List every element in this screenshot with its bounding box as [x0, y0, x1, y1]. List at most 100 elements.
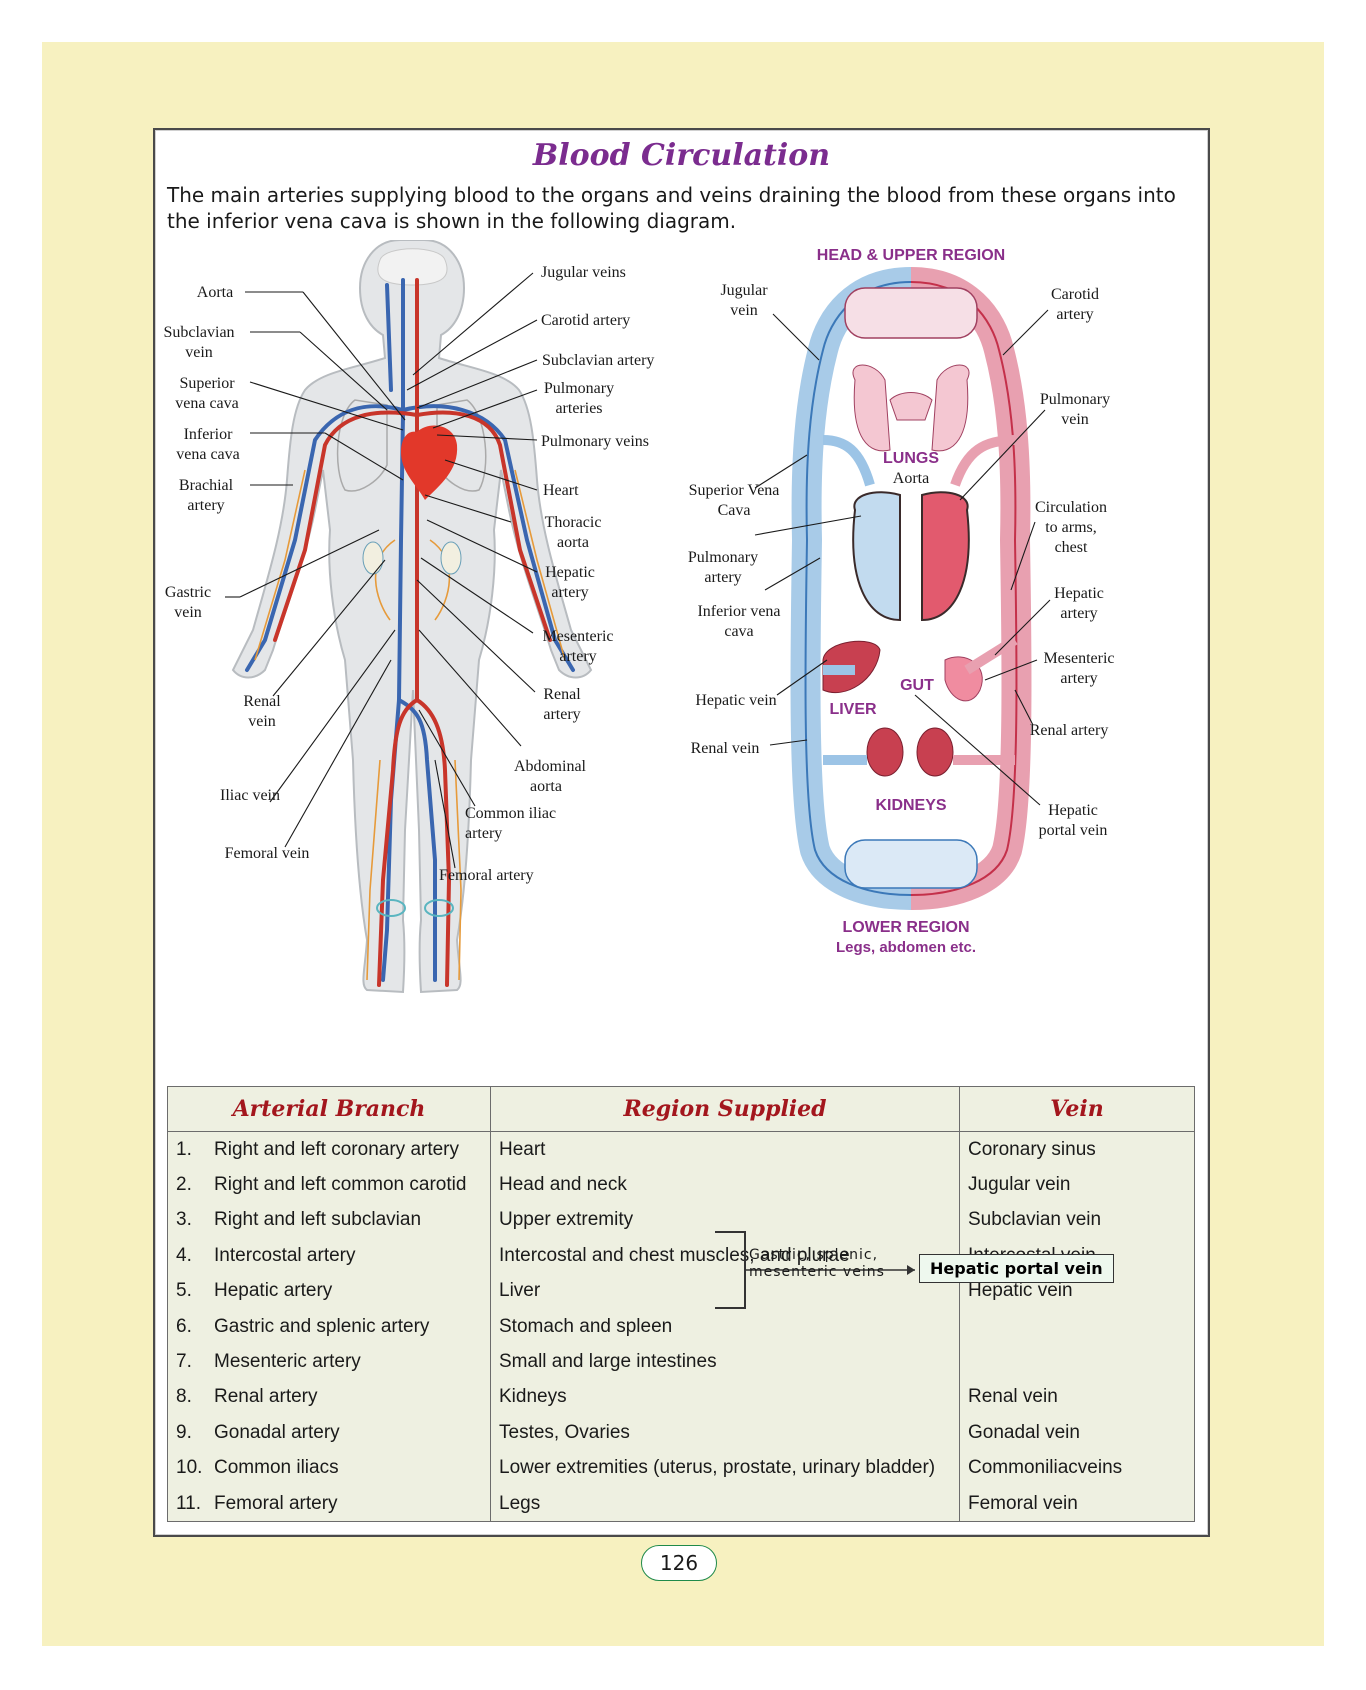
label-abdominal-1: Abdominal — [514, 758, 587, 775]
cell-region-supplied: Testes, Ovaries — [491, 1415, 960, 1450]
label-lungs: LUNGS — [883, 450, 939, 467]
label-subclavian-artery: Subclavian artery — [542, 352, 654, 369]
label-head-region: HEAD & UPPER REGION — [817, 247, 1005, 264]
header-vein: Vein — [960, 1087, 1195, 1132]
cell-arterial-branch: 3.Right and left subclavian — [168, 1203, 491, 1238]
content-panel: Blood Circulation The main arteries supp… — [153, 128, 1210, 1537]
body-figure: Aorta Subclavian vein Superior vena cava… — [163, 240, 654, 992]
row-number: 2. — [176, 1174, 214, 1196]
label-gut: GUT — [900, 677, 934, 694]
cell-vein: Commoniliacveins — [960, 1451, 1195, 1486]
label-c-hepatic-artery-2: artery — [1060, 605, 1097, 622]
cell-arterial-branch: 5.Hepatic artery — [168, 1274, 491, 1309]
label-svc-1: Superior — [179, 375, 235, 392]
arterial-branch-table: Arterial Branch Region Supplied Vein 1.R… — [167, 1086, 1195, 1522]
row-number: 11. — [176, 1493, 214, 1515]
label-common-iliac-1: Common iliac — [465, 805, 556, 822]
page-number: 126 — [641, 1545, 717, 1581]
label-thoracic-2: aorta — [557, 534, 589, 551]
branch-name: Gastric and splenic artery — [214, 1316, 429, 1337]
hepatic-portal-vein-box: Hepatic portal vein — [919, 1254, 1114, 1283]
label-c-jugular-1: Jugular — [720, 282, 768, 299]
row-number: 5. — [176, 1280, 214, 1302]
cell-arterial-branch: 2.Right and left common carotid — [168, 1167, 491, 1202]
label-brachial-2: artery — [187, 497, 224, 514]
label-gastric-2: vein — [174, 604, 202, 621]
label-liver: LIVER — [829, 701, 877, 718]
label-pulmonary-arteries-2: arteries — [555, 400, 602, 417]
circuit-figure: HEAD & UPPER REGION LUNGS Aorta LIVER GU… — [688, 247, 1115, 956]
label-renal-artery-1: Renal — [543, 686, 581, 703]
row-number: 7. — [176, 1351, 214, 1373]
label-c-svc-2: Cava — [718, 502, 751, 519]
cell-arterial-branch: 8.Renal artery — [168, 1380, 491, 1415]
label-c-circ-3: chest — [1055, 539, 1088, 556]
branch-name: Renal artery — [214, 1386, 318, 1407]
table-row: 1.Right and left coronary arteryHeartCor… — [168, 1132, 1195, 1168]
cell-region-supplied: Legs — [491, 1486, 960, 1522]
intro-text: The main arteries supplying blood to the… — [167, 182, 1197, 234]
label-lower-sub: Legs, abdomen etc. — [836, 939, 976, 956]
row-number: 9. — [176, 1422, 214, 1444]
label-c-hepatic-artery-1: Hepatic — [1054, 585, 1104, 602]
label-c-circ-2: to arms, — [1045, 519, 1097, 536]
cell-arterial-branch: 6.Gastric and splenic artery — [168, 1309, 491, 1344]
label-brachial-1: Brachial — [179, 477, 234, 494]
portal-note-2: mesenteric veins — [749, 1263, 885, 1281]
cell-vein — [960, 1309, 1195, 1344]
cell-vein: Coronary sinus — [960, 1132, 1195, 1168]
label-c-carotid-2: artery — [1056, 306, 1093, 323]
label-renal-vein-1: Renal — [243, 693, 281, 710]
cell-region-supplied: Head and neck — [491, 1167, 960, 1202]
label-pulmonary-arteries-1: Pulmonary — [544, 380, 614, 397]
header-arterial-branch: Arterial Branch — [168, 1087, 491, 1132]
label-c-hepatic-vein: Hepatic vein — [695, 692, 776, 709]
label-c-carotid-1: Carotid — [1051, 286, 1099, 303]
label-c-renal-artery: Renal artery — [1030, 722, 1109, 739]
label-mesenteric-2: artery — [559, 648, 596, 665]
label-hepatic-1: Hepatic — [545, 564, 595, 581]
label-c-circ-1: Circulation — [1035, 499, 1107, 516]
table-row: 8.Renal arteryKidneysRenal vein — [168, 1380, 1195, 1415]
cell-arterial-branch: 7.Mesenteric artery — [168, 1344, 491, 1379]
label-c-pulm-vein-1: Pulmonary — [1040, 391, 1110, 408]
label-subclavian-vein-1: Subclavian — [163, 324, 234, 341]
label-femoral-vein: Femoral vein — [225, 845, 310, 862]
label-c-pulm-vein-2: vein — [1061, 411, 1089, 428]
row-number: 8. — [176, 1386, 214, 1408]
branch-name: Right and left common carotid — [214, 1174, 466, 1195]
label-c-mesenteric-1: Mesenteric — [1043, 650, 1114, 667]
branch-name: Right and left subclavian — [214, 1209, 421, 1230]
label-ivc-1: Inferior — [184, 426, 234, 443]
label-ivc-2: vena cava — [176, 446, 240, 463]
cell-region-supplied: Heart — [491, 1132, 960, 1168]
label-c-svc-1: Superior Vena — [689, 482, 780, 499]
table-body: 1.Right and left coronary arteryHeartCor… — [168, 1132, 1195, 1522]
branch-name: Gonadal artery — [214, 1422, 340, 1443]
label-c-ivc-2: cava — [724, 623, 753, 640]
header-region-supplied: Region Supplied — [491, 1087, 960, 1132]
label-lower-region: LOWER REGION — [842, 919, 969, 936]
label-jugular-veins: Jugular veins — [541, 264, 626, 281]
label-svc-2: vena cava — [175, 395, 239, 412]
cell-vein: Subclavian vein — [960, 1203, 1195, 1238]
cell-arterial-branch: 4.Intercostal artery — [168, 1238, 491, 1273]
label-thoracic-1: Thoracic — [545, 514, 602, 531]
label-iliac-vein: Iliac vein — [220, 787, 280, 804]
label-circuit-aorta: Aorta — [893, 470, 929, 487]
cell-vein — [960, 1344, 1195, 1379]
label-abdominal-2: aorta — [530, 778, 562, 795]
cell-arterial-branch: 11.Femoral artery — [168, 1486, 491, 1522]
label-kidneys: KIDNEYS — [875, 797, 946, 814]
portal-note-1: Gastric, splenic, — [749, 1246, 878, 1264]
label-c-ivc-1: Inferior vena — [697, 603, 780, 620]
cell-region-supplied: Kidneys — [491, 1380, 960, 1415]
label-common-iliac-2: artery — [465, 825, 502, 842]
label-subclavian-vein-2: vein — [185, 344, 213, 361]
